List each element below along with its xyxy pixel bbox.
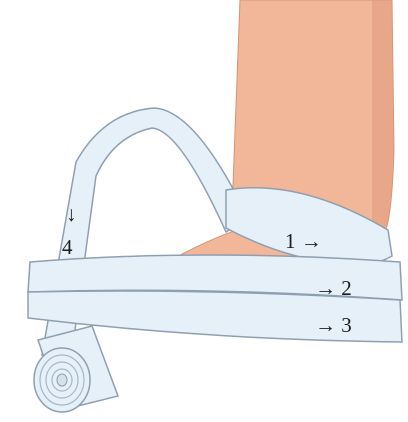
label-layer-2: → 2: [315, 276, 352, 300]
label-layer-4-arrow: ↓: [66, 202, 77, 226]
leg-shading: [372, 0, 394, 232]
bandage-roll: [34, 326, 118, 412]
label-layer-4-number: 4: [62, 235, 73, 259]
label-layer-3: → 3: [315, 313, 352, 337]
label-layer-1: 1 →: [285, 229, 322, 253]
